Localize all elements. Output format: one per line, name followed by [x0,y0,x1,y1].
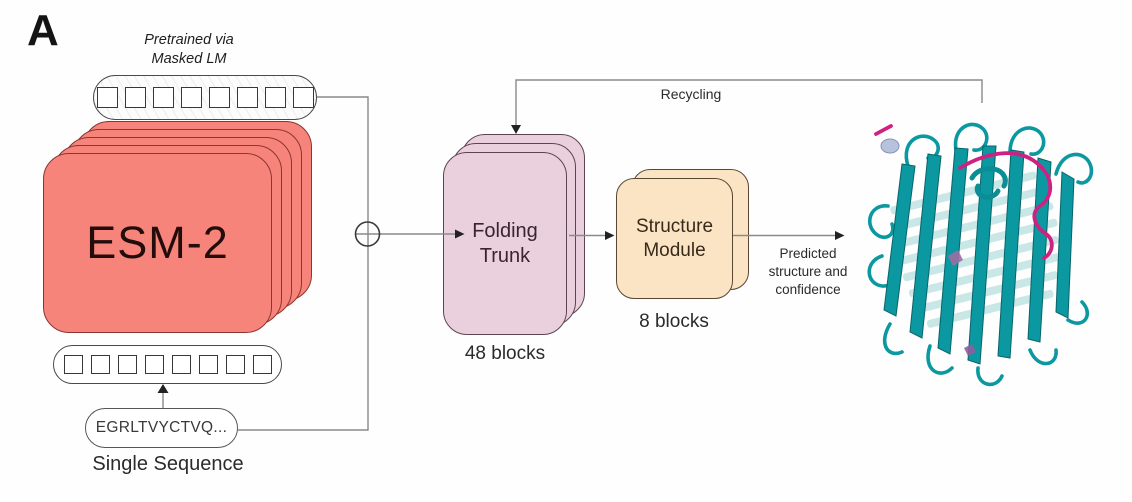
structure-module-label-line1: Structure [635,216,714,238]
token-square [236,87,258,108]
predicted-caption-line2: structure and [768,263,848,279]
token-square [144,355,164,374]
structure-module-label: Structure Module [617,179,732,298]
up-arrowhead-icon [157,384,169,393]
folding-trunk-label-line2: Trunk [479,244,531,267]
token-square [198,355,218,374]
plus-circle-icon [354,221,381,247]
token-square [264,87,286,108]
protein-helix-swirl [974,183,1001,200]
down-arrowhead-icon [511,125,521,134]
protein-structure-image [867,122,1094,387]
pretrain-caption-line1: Pretrained via [144,32,234,48]
token-square [96,87,118,108]
pretrain-caption-line2: Masked LM [151,51,227,68]
folding-trunk-front-card: Folding Trunk [443,152,567,335]
sequence-text: EGRLTVYCTVQ... [95,419,228,436]
input-embeddings-pill [53,345,282,384]
output-embeddings-pill [93,75,317,120]
folding-trunk-label-line1: Folding [472,220,538,243]
protein-helix-swirl [969,166,1008,189]
structure-module-blocks-caption: 8 blocks [639,311,709,332]
token-square [117,355,137,374]
recycling-label: Recycling [660,86,722,102]
predicted-output-caption: Predicted structure and confidence [748,245,868,298]
token-square [90,355,110,374]
token-square [124,87,146,108]
folding-trunk-label: Folding Trunk [444,153,566,334]
predicted-caption-line3: confidence [775,281,841,297]
single-sequence-pill: EGRLTVYCTVQ... [85,408,238,448]
token-square [225,355,245,374]
structure-module-front-card: Structure Module [616,178,733,299]
token-square [171,355,191,374]
right-arrowhead-icon [605,231,615,240]
pretrain-caption: Pretrained via Masked LM [103,31,275,69]
token-square [292,87,314,108]
token-square [180,87,202,108]
structure-module-label-line2: Module [643,239,706,261]
token-square [63,355,83,374]
single-sequence-caption: Single Sequence [92,453,244,475]
esm2-front-card: ESM-2 [43,153,272,333]
esm2-label: ESM-2 [86,217,229,268]
protein-accessory-bits [880,138,976,356]
folding-trunk-blocks-caption: 48 blocks [464,343,546,364]
right-arrowhead-icon [835,231,845,240]
token-square [152,87,174,108]
token-square [252,355,272,374]
protein-magenta-strand [874,124,1054,260]
panel-letter: A [27,6,59,55]
predicted-caption-line1: Predicted [779,246,837,261]
token-square [208,87,230,108]
